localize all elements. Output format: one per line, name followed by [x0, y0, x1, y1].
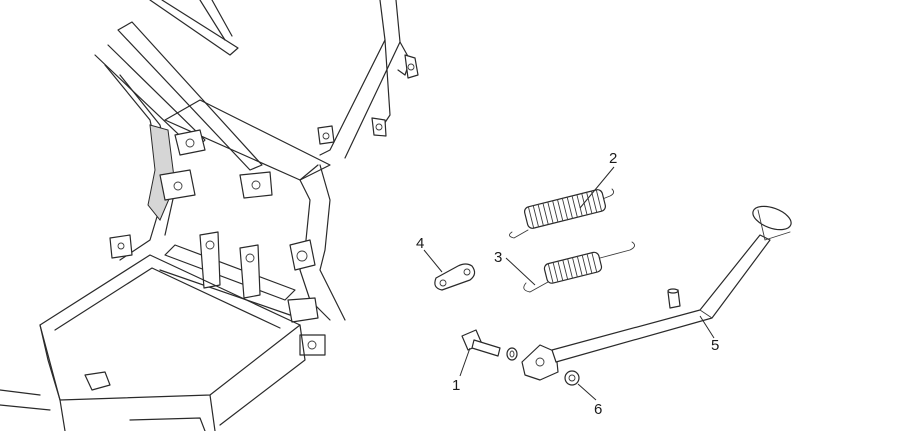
callout-6: 6 — [594, 401, 602, 418]
callout-5: 5 — [711, 337, 719, 354]
nut — [564, 370, 580, 386]
callout-4: 4 — [416, 235, 424, 252]
spring-plate — [434, 263, 476, 291]
callout-1: 1 — [452, 377, 460, 394]
frame-assembly — [0, 0, 419, 431]
callout-3: 3 — [494, 249, 502, 266]
leader-lines — [423, 166, 715, 401]
spring-upper — [509, 188, 615, 239]
side-stand — [521, 205, 792, 381]
spring-lower — [523, 241, 635, 293]
callout-2: 2 — [609, 150, 617, 167]
pivot-bolt — [461, 329, 518, 361]
